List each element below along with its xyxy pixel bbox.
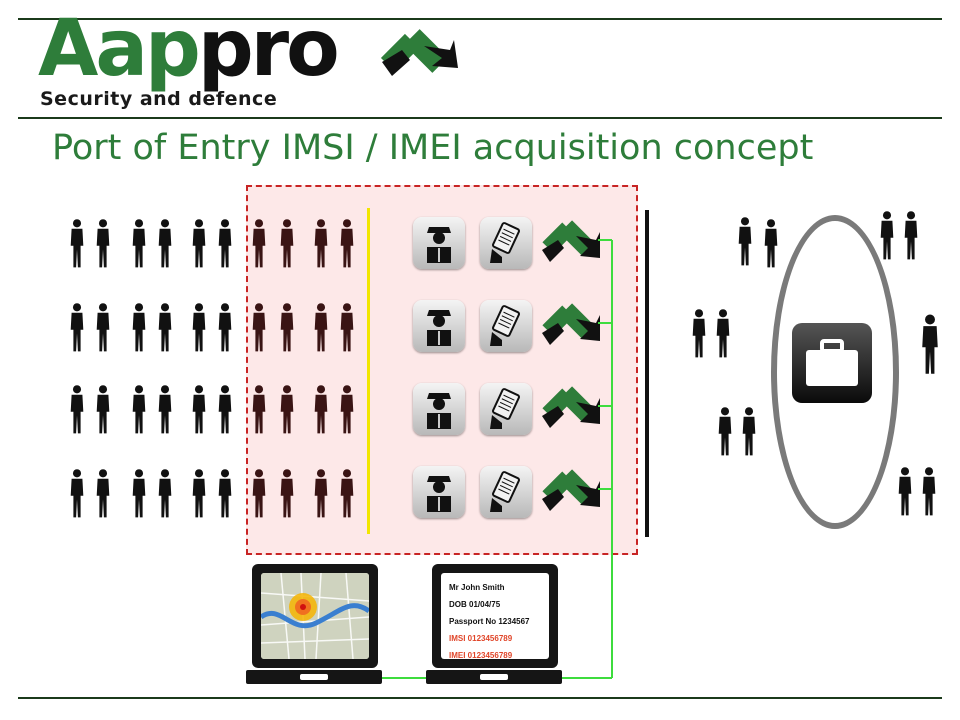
briefcase-icon [792,323,872,403]
passport-scanner-icon [480,300,532,352]
officer-icon [413,383,465,435]
company-logo: Aappro [38,10,340,88]
logo-arrows-icon [380,29,458,76]
page-title: Port of Entry IMSI / IMEI acquisition co… [52,128,814,168]
logo-tagline: Security and defence [40,88,278,110]
map-laptop-base [246,670,382,684]
footer-rule [18,697,942,699]
traveller-silhouette [880,211,894,260]
traveller-silhouette [738,217,752,266]
exit-barrier-line [645,210,649,537]
record-name: Mr John Smith [449,583,505,592]
city-map-location-icon [261,573,369,659]
header-top-rule [18,18,942,20]
record-laptop-screen: Mr John Smith DOB 01/04/75 Passport No 1… [432,564,558,668]
traveller-silhouette [742,407,756,456]
baggage-ring [771,215,899,529]
passport-scanner-icon [480,383,532,435]
record-imei: IMEI 0123456789 [449,651,513,659]
traveller-silhouette [922,314,938,374]
record-imsi: IMSI 0123456789 [449,634,513,643]
traveller-silhouette [922,467,936,516]
traveller-silhouette [718,407,732,456]
traveller-silhouette [716,309,730,358]
officer-icon [413,300,465,352]
traveller-silhouette [898,467,912,516]
traveller-silhouette [692,309,706,358]
officer-icon [413,466,465,518]
record-passport: Passport No 1234567 [449,617,530,626]
queue-barrier-line [367,208,370,534]
passport-scanner-icon [480,466,532,518]
header-bottom-rule [18,117,942,119]
traveller-silhouette [904,211,918,260]
traveller-silhouette [764,219,778,268]
record-dob: DOB 01/04/75 [449,600,501,609]
passport-scanner-icon [480,217,532,269]
logo-text-black: pro [197,4,340,94]
logo-text-green: Aap [38,4,201,94]
officer-icon [413,217,465,269]
record-laptop-base [426,670,562,684]
map-laptop-screen [252,564,378,668]
traveller-record: Mr John Smith DOB 01/04/75 Passport No 1… [441,573,549,659]
